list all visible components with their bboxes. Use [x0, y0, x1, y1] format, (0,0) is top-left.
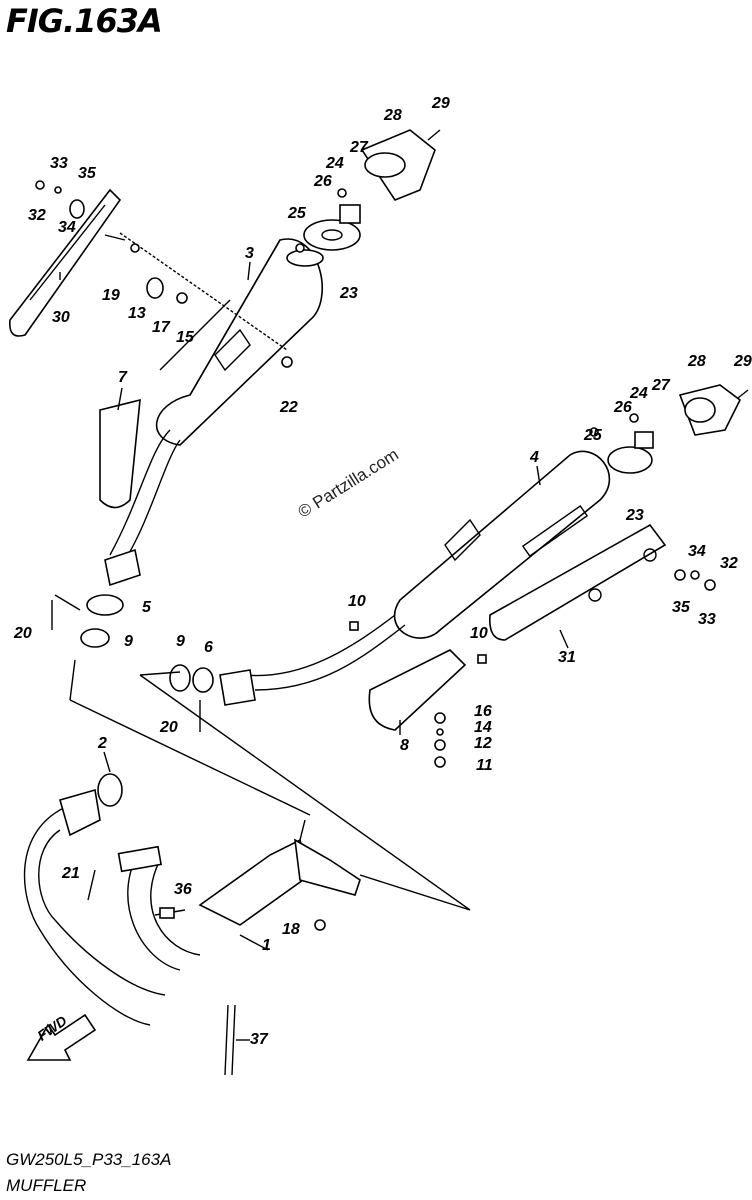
- callout-35b[interactable]: 35: [672, 599, 691, 616]
- bolts-upper: [35, 129, 441, 630]
- callout-32b[interactable]: 32: [720, 555, 738, 572]
- figure-code: GW250L5_P33_163A: [6, 1150, 172, 1169]
- callout-26a[interactable]: 26: [313, 173, 332, 190]
- end-cap-28-upper[interactable]: [360, 129, 436, 201]
- callout-36[interactable]: 36: [174, 881, 192, 898]
- callout-19[interactable]: 19: [102, 287, 120, 304]
- bolts-exhaust: [87, 819, 326, 931]
- callout-29a[interactable]: 29: [431, 95, 450, 112]
- callout-25b[interactable]: 25: [583, 427, 603, 444]
- callout-27a[interactable]: 27: [349, 139, 369, 156]
- callout-32a[interactable]: 32: [28, 207, 46, 224]
- callout-26b[interactable]: 26: [613, 399, 632, 416]
- callout-28a[interactable]: 28: [383, 107, 402, 124]
- callout-29b[interactable]: 29: [733, 353, 752, 370]
- callout-2[interactable]: 2: [97, 735, 107, 752]
- callout-3[interactable]: 3: [245, 245, 254, 262]
- callout-23a[interactable]: 23: [339, 285, 358, 302]
- callout-23b[interactable]: 23: [625, 507, 644, 524]
- callout-6[interactable]: 6: [204, 639, 213, 656]
- callout-14[interactable]: 14: [474, 719, 492, 736]
- callout-37[interactable]: 37: [250, 1031, 269, 1048]
- muffler-body-3[interactable]: [155, 238, 324, 446]
- callout-20a[interactable]: 20: [13, 625, 32, 642]
- callout-16[interactable]: 16: [474, 703, 492, 720]
- sensor-36[interactable]: [154, 907, 186, 919]
- callout-10b[interactable]: 10: [470, 625, 488, 642]
- callout-layer: 33 35 32 34 30 19 13 17 15 3 22 28 29 27…: [13, 95, 752, 1048]
- cable-tie-37[interactable]: [224, 1004, 236, 1076]
- callout-4[interactable]: 4: [529, 449, 539, 466]
- callout-17[interactable]: 17: [152, 319, 171, 336]
- heat-guard-8[interactable]: [368, 649, 467, 731]
- gasket-2[interactable]: [97, 773, 123, 807]
- callout-10a[interactable]: 10: [348, 593, 366, 610]
- figure-subtitle: MUFFLER: [6, 1176, 87, 1195]
- gasket-9-and-clamp-6[interactable]: [169, 664, 214, 732]
- figure-title: FIG.163A: [6, 2, 163, 40]
- callout-22[interactable]: 22: [279, 399, 298, 416]
- clamp-5[interactable]: [86, 594, 124, 616]
- callout-28b[interactable]: 28: [687, 353, 706, 370]
- leader-lines: [59, 261, 569, 1041]
- callout-34b[interactable]: 34: [688, 543, 706, 560]
- callout-8[interactable]: 8: [400, 737, 409, 754]
- exhaust-pipe-1[interactable]: [23, 804, 361, 1026]
- callout-5[interactable]: 5: [142, 599, 152, 616]
- callout-9b[interactable]: 9: [176, 633, 185, 650]
- callout-27b[interactable]: 27: [651, 377, 671, 394]
- callout-21[interactable]: 21: [61, 865, 80, 882]
- callout-24b[interactable]: 24: [629, 385, 648, 402]
- callout-13[interactable]: 13: [128, 305, 146, 322]
- callout-31[interactable]: 31: [558, 649, 576, 666]
- reference-lines: [54, 594, 471, 911]
- callout-35a[interactable]: 35: [78, 165, 97, 182]
- baffle-plate-23-upper[interactable]: [303, 204, 361, 251]
- baffle-plate-23-right[interactable]: [607, 431, 654, 474]
- gasket-9-left[interactable]: [80, 628, 110, 648]
- callout-1[interactable]: 1: [262, 937, 271, 954]
- callout-25a[interactable]: 25: [287, 205, 307, 222]
- callout-12[interactable]: 12: [474, 735, 492, 752]
- connector-pipe-inlet[interactable]: [59, 788, 101, 837]
- callout-24a[interactable]: 24: [325, 155, 344, 172]
- callout-9a[interactable]: 9: [124, 633, 133, 650]
- callout-7[interactable]: 7: [118, 369, 128, 386]
- callout-30[interactable]: 30: [52, 309, 70, 326]
- fwd-arrow-icon: [26, 1013, 97, 1061]
- callout-33a[interactable]: 33: [50, 155, 68, 172]
- end-cap-28-right[interactable]: [678, 384, 742, 436]
- callout-34a[interactable]: 34: [58, 219, 76, 236]
- callout-11[interactable]: 11: [476, 757, 493, 774]
- tail-pipe[interactable]: [219, 614, 406, 706]
- connecting-pipe-upper[interactable]: [104, 429, 181, 587]
- heat-shield-30[interactable]: [8, 188, 122, 337]
- heat-guard-7[interactable]: [99, 398, 141, 509]
- callout-20b[interactable]: 20: [159, 719, 178, 736]
- hardware-right: [349, 389, 749, 768]
- callout-15[interactable]: 15: [176, 329, 195, 346]
- heat-shield-31[interactable]: [488, 523, 667, 641]
- muffler-body-4[interactable]: [393, 450, 611, 639]
- callout-33b[interactable]: 33: [698, 611, 716, 628]
- callout-18[interactable]: 18: [282, 921, 300, 938]
